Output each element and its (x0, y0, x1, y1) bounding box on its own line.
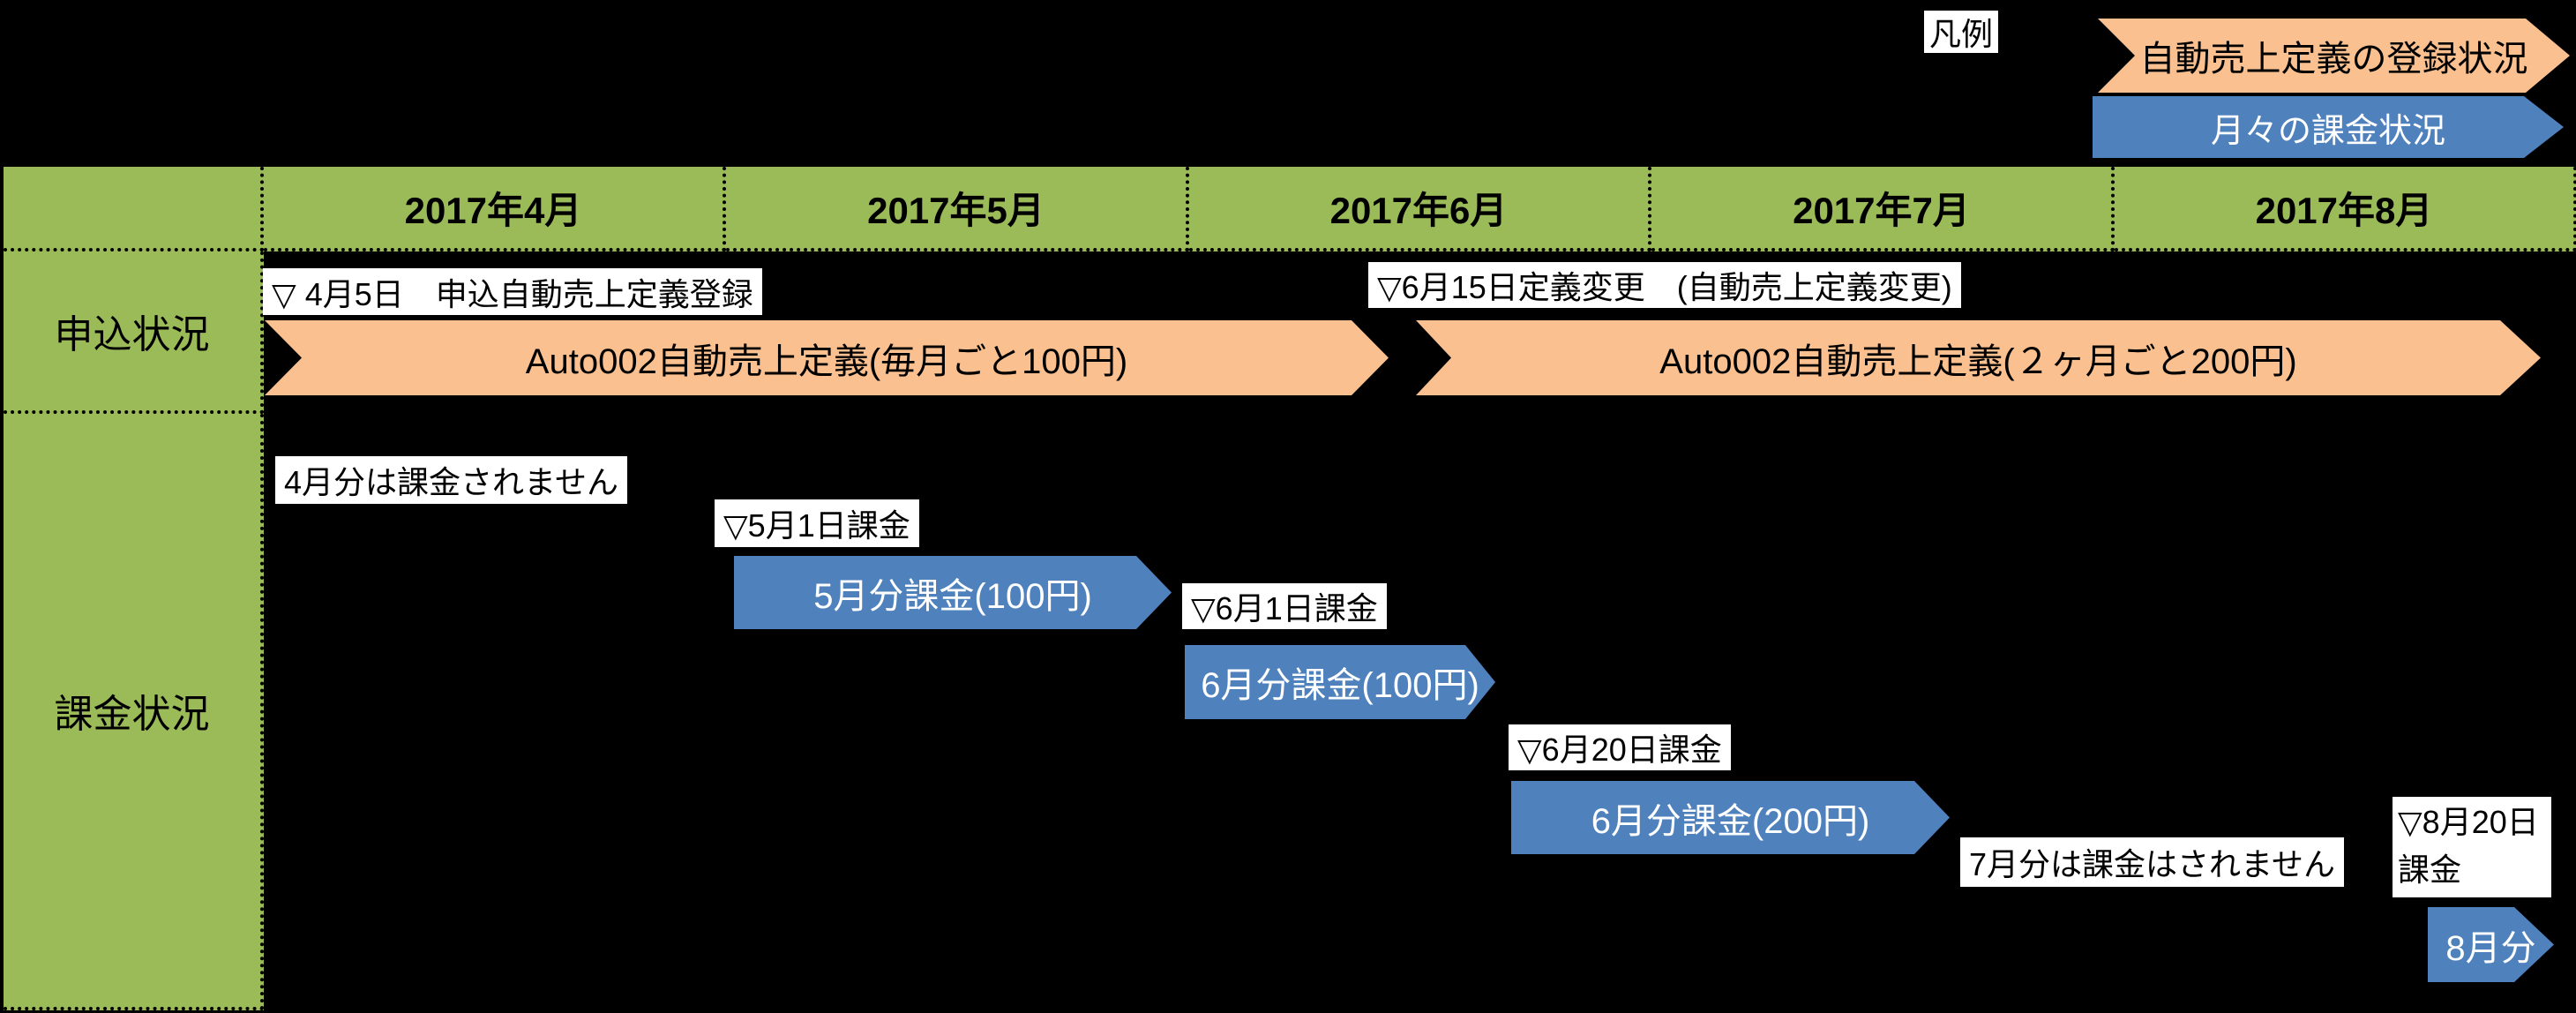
event-label-jun20-billing: ▽6月20日課金 (1509, 724, 1731, 770)
note-july-no-billing: 7月分は課金はされません (1960, 837, 2344, 887)
event-label-aug20-billing: ▽8月20日課金 (2393, 797, 2551, 897)
row-label-application-status: 申込状況 (4, 251, 264, 414)
event-label-jun15-change: ▽6月15日定義変更 (自動売上定義変更) (1368, 262, 1961, 308)
event-label-jun1-billing: ▽6月1日課金 (1182, 583, 1387, 629)
row-label-billing-status: 課金状況 (4, 414, 264, 1010)
legend-billing-arrow: 月々の課金状況 (2093, 96, 2564, 158)
table-corner-cell (4, 167, 264, 251)
month-header-june: 2017年6月 (1189, 167, 1651, 251)
june-100yen-billing-arrow: 6月分課金(100円) (1185, 645, 1495, 719)
month-header-july: 2017年7月 (1651, 167, 2115, 251)
month-header-august: 2017年8月 (2115, 167, 2576, 251)
legend-title: 凡例 (1924, 11, 1999, 53)
month-header-april: 2017年4月 (264, 167, 726, 251)
note-april-no-billing: 4月分は課金されません (275, 456, 627, 504)
may-billing-arrow: 5月分課金(100円) (734, 556, 1172, 629)
month-header-may: 2017年5月 (726, 167, 1189, 251)
registration-definition-arrow: Auto002自動売上定義(毎月ごと100円) (265, 320, 1389, 395)
legend-registration-arrow: 自動売上定義の登録状況 (2098, 19, 2570, 93)
june-200yen-billing-arrow: 6月分課金(200円) (1511, 781, 1950, 854)
event-label-may1-billing: ▽5月1日課金 (715, 499, 919, 547)
changed-definition-arrow: Auto002自動売上定義(２ヶ月ごと200円) (1416, 320, 2541, 395)
event-label-apr5-registration: ▽ 4月5日 申込自動売上定義登録 (263, 268, 762, 315)
timeline-table: 2017年4月 2017年5月 2017年6月 2017年7月 2017年8月 … (0, 163, 2576, 1010)
